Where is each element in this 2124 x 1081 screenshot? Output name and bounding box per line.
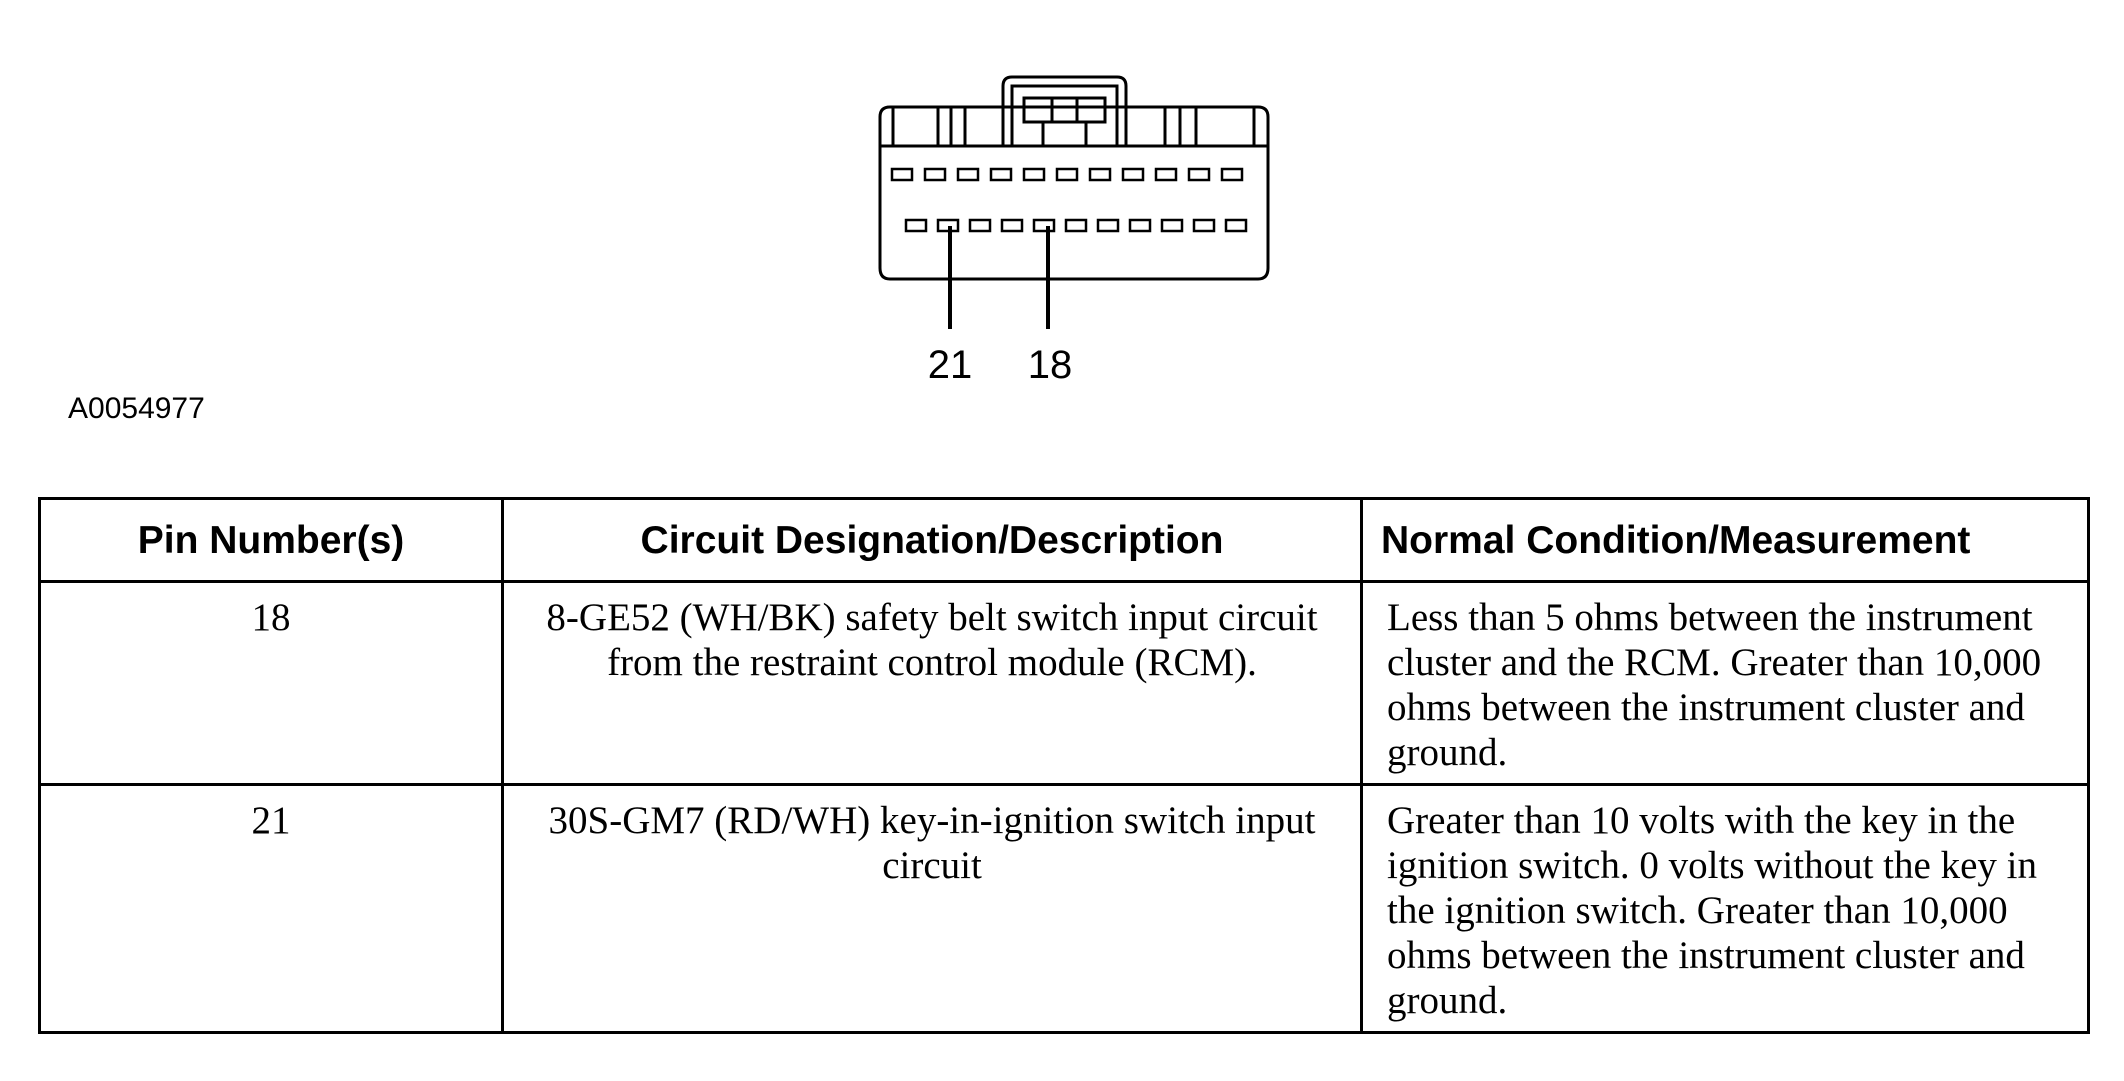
top-pin-row <box>890 167 1244 182</box>
header-pin-number: Pin Number(s) <box>38 497 504 583</box>
pin-21-callout: 21 <box>928 343 973 387</box>
header-normal-condition: Normal Condition/Measurement <box>1360 497 2090 583</box>
cell-circuit-description: 8-GE52 (WH/BK) safety belt switch input … <box>501 580 1363 786</box>
cell-normal-condition: Less than 5 ohms between the instrument … <box>1360 580 2090 786</box>
cell-normal-condition: Greater than 10 volts with the key in th… <box>1360 783 2090 1034</box>
table-row: 21 30S-GM7 (RD/WH) key-in-ignition switc… <box>38 783 2090 1034</box>
table-row: 18 8-GE52 (WH/BK) safety belt switch inp… <box>38 580 2090 786</box>
connector-face-diagram: 21 18 <box>878 75 1270 387</box>
connector-latch <box>1001 75 1128 146</box>
pin-18-callout: 18 <box>1028 343 1073 387</box>
cell-pin-number: 18 <box>38 580 504 786</box>
figure-id: A0054977 <box>68 392 205 425</box>
pin-table: Pin Number(s) Circuit Designation/Descri… <box>38 497 2090 1034</box>
connector-body <box>878 105 1270 281</box>
header-circuit-designation: Circuit Designation/Description <box>501 497 1363 583</box>
table-header-row: Pin Number(s) Circuit Designation/Descri… <box>38 497 2090 583</box>
cell-circuit-description: 30S-GM7 (RD/WH) key-in-ignition switch i… <box>501 783 1363 1034</box>
cell-pin-number: 21 <box>38 783 504 1034</box>
bottom-pin-row <box>904 218 1248 233</box>
